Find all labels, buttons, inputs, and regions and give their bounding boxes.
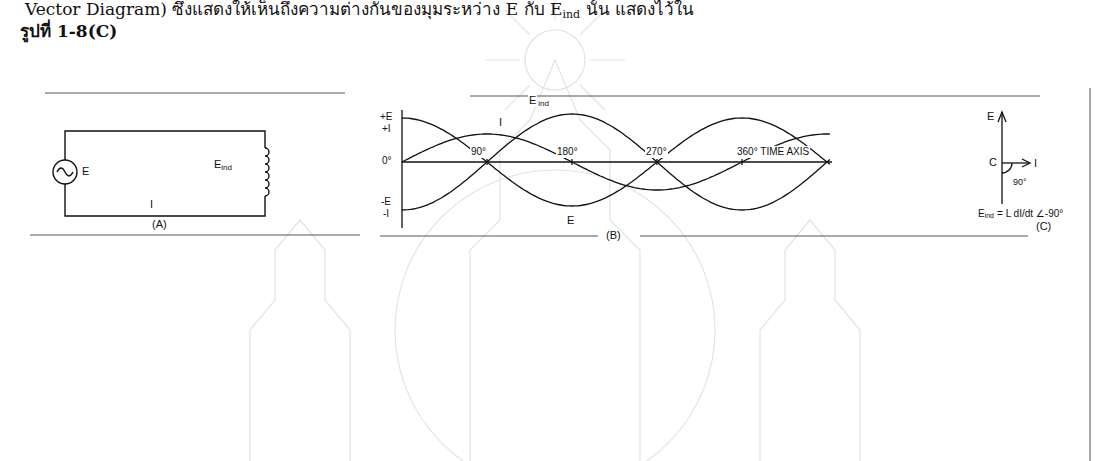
circuit-diagram xyxy=(53,131,269,216)
subscript: ind xyxy=(985,212,994,220)
voltage-curve xyxy=(402,118,830,206)
waveform-graph xyxy=(402,110,832,228)
angle-label: 180° xyxy=(556,146,579,158)
angle-label: 90° xyxy=(1012,177,1028,187)
curve-label: E xyxy=(528,94,537,107)
formula: E xyxy=(978,208,985,220)
figure-reference: รูปที่ 1-8(C) xyxy=(20,22,117,42)
inductor-symbol xyxy=(265,148,269,196)
vector-label: E xyxy=(987,110,994,123)
angle-label: 270° xyxy=(645,146,668,158)
angle-label: 360° TIME AXIS xyxy=(736,146,810,158)
current-vector xyxy=(1002,162,1029,163)
panel-letter: (B) xyxy=(606,229,621,242)
ac-source-symbol xyxy=(53,160,77,184)
wire xyxy=(65,131,265,160)
angle-arc xyxy=(1002,163,1012,173)
current-curve xyxy=(402,134,830,190)
arrowhead xyxy=(1022,159,1030,167)
curve-label: E xyxy=(566,214,575,227)
time-axis xyxy=(402,161,832,162)
subscript: ind xyxy=(562,9,580,22)
curve-label: I xyxy=(498,116,503,129)
paragraph-text: นั้น แสดงไว้ใน xyxy=(586,0,694,20)
voltage-label: E xyxy=(82,165,89,178)
current-label: I xyxy=(150,198,153,211)
panel-letter: (A) xyxy=(152,218,167,231)
subscript: ind xyxy=(537,99,550,108)
watermark-logo xyxy=(250,0,860,461)
axis-value-label: -E xyxy=(381,196,391,208)
subscript: ind xyxy=(221,163,232,172)
axis-tick xyxy=(487,159,742,165)
induced-voltage-curve xyxy=(402,114,830,210)
axis-value-label: 0° xyxy=(382,155,392,167)
axis-value-label: +I xyxy=(382,123,391,135)
arrowhead xyxy=(998,112,1006,122)
voltage-vector xyxy=(1001,112,1002,204)
voltage-label: E xyxy=(214,158,221,171)
ac-source-wave xyxy=(57,168,73,176)
paragraph-text: Vector Diagram) ซึ่งแสดงให้เห็นถึงความต่… xyxy=(25,0,562,20)
wire xyxy=(65,184,265,216)
vector-label: I xyxy=(1034,157,1037,170)
panel-letter: (C) xyxy=(1036,220,1051,233)
angle-label: 90° xyxy=(470,146,487,158)
page-rule xyxy=(30,88,1090,461)
vector-label: C xyxy=(989,156,997,169)
axis-value-label: -I xyxy=(383,208,389,220)
axis-value-label: +E xyxy=(380,111,393,123)
vector-diagram xyxy=(998,112,1030,204)
formula: = L dI/dt ∠-90° xyxy=(997,208,1063,220)
